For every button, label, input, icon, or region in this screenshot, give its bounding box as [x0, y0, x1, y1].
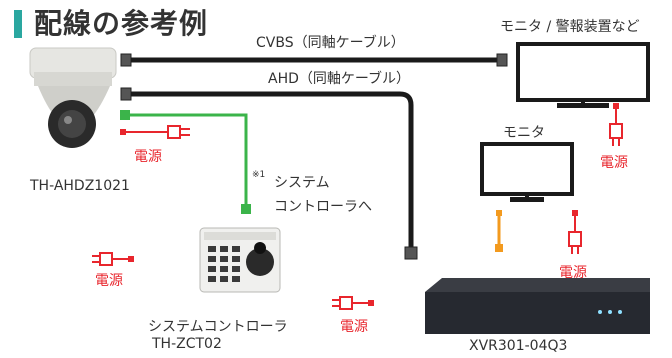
xvr-model-label: XVR301-04Q3 [469, 338, 568, 354]
control-wire [120, 110, 251, 214]
controller-model-label: TH-ZCT02 [152, 336, 222, 352]
note-line-1: システム [274, 175, 330, 191]
camera-model-label: TH-AHDZ1021 [30, 178, 130, 194]
page-title: 配線の参考例 [34, 7, 209, 40]
monitor-label: モニタ [503, 125, 545, 141]
camera-power-plug [120, 125, 190, 139]
monitor-alarm-label: モニタ / 警報装置など [500, 19, 640, 35]
controller-power-plug [92, 252, 134, 266]
monitor-power-label: 電源 [559, 265, 587, 281]
note-mark: ※1 [252, 170, 266, 180]
monitor-power-plug [568, 210, 582, 254]
note-line-2: コントローラへ [274, 199, 372, 215]
controller-name-label: システムコントローラ [148, 319, 288, 335]
controller-power-label: 電源 [95, 273, 123, 289]
camera-power-label: 電源 [134, 149, 162, 165]
xvr-power-plug [332, 296, 374, 310]
ahd-cable [120, 87, 418, 260]
xvr-power-label: 電源 [340, 319, 368, 335]
system-controller [199, 227, 281, 293]
monitor-device [480, 142, 574, 202]
xvr-recorder [425, 278, 650, 334]
monitor-alarm-power-label: 電源 [600, 155, 628, 171]
title-accent-bar [14, 10, 22, 38]
monitor-alarm-power-plug [609, 103, 623, 146]
cvbs-cable [120, 53, 508, 67]
monitor-orange-cable [495, 210, 503, 252]
cvbs-cable-label: CVBS（同軸ケーブル） [256, 35, 405, 51]
ahd-cable-label: AHD（同軸ケーブル） [268, 71, 411, 87]
dome-camera [29, 47, 117, 148]
monitor-alarm-device [516, 42, 650, 108]
